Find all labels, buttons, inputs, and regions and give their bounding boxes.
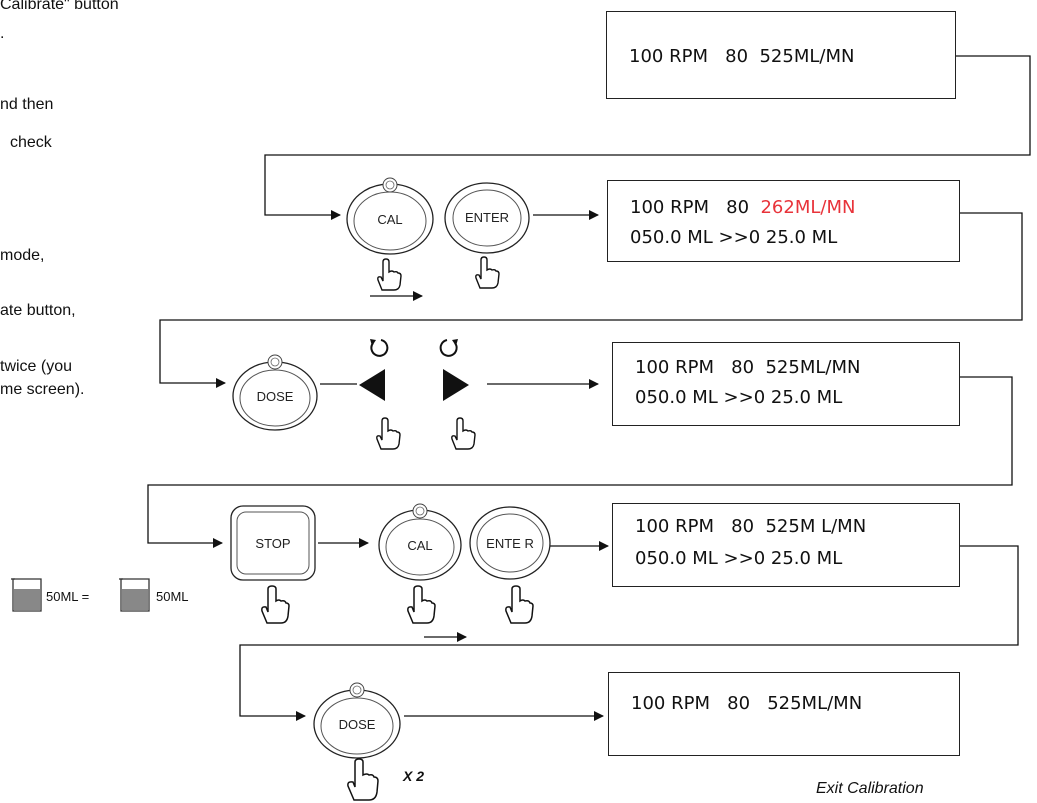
hand-press-icon: [451, 417, 476, 450]
hand-press-icon: [261, 585, 290, 624]
cal-button-2[interactable]: CAL: [376, 500, 464, 582]
hand-press-icon: [475, 256, 500, 289]
display-4-line-1: 100 RPM 80 525M L/MN: [635, 516, 867, 537]
display-2-line-2: 050.0 ML >>0 25.0 ML: [630, 227, 838, 248]
repeat-count: X 2: [403, 768, 425, 784]
display-5-line-1: 100 RPM 80 525ML/MN: [631, 693, 863, 714]
cal-button[interactable]: CAL: [344, 175, 436, 257]
instruction-line-2: .: [0, 25, 5, 42]
display-3: 100 RPM 80 525ML/MN 050.0 ML >>0 25.0 ML: [612, 342, 960, 426]
rotate-cw-icon: [439, 339, 458, 357]
instruction-line-1: Calibrate" button: [0, 0, 119, 13]
dose-button[interactable]: DOSE: [230, 352, 320, 432]
exit-calibration-label: Exit Calibration: [816, 780, 924, 797]
instruction-line-5: mode,: [0, 247, 45, 264]
display-1-line-1: 100 RPM 80 525ML/MN: [629, 46, 855, 67]
stop-button[interactable]: STOP: [230, 505, 316, 581]
display-2-line-1: 100 RPM 80: [630, 197, 761, 218]
display-2: 100 RPM 80 262ML/MN 050.0 ML >>0 25.0 ML: [607, 180, 960, 262]
hand-press-icon: [376, 417, 401, 450]
instruction-line-6: ate button,: [0, 302, 76, 319]
display-4: 100 RPM 80 525M L/MN 050.0 ML >>0 25.0 M…: [612, 503, 960, 587]
beaker-volume-right: 50ML: [156, 589, 189, 604]
right-arrow-button[interactable]: [441, 367, 471, 403]
display-5: 100 RPM 80 525ML/MN: [608, 672, 960, 756]
hand-press-icon: [377, 258, 402, 291]
display-1: 100 RPM 80 525ML/MN: [606, 11, 956, 99]
hand-press-icon: [505, 585, 534, 624]
instruction-line-4: check: [10, 134, 52, 151]
display-4-line-2: 050.0 ML >>0 25.0 ML: [635, 548, 843, 569]
display-3-line-2: 050.0 ML >>0 25.0 ML: [635, 387, 843, 408]
enter-button[interactable]: ENTER: [443, 180, 531, 255]
enter-button-2[interactable]: ENTE R: [468, 505, 552, 581]
instruction-line-8: me screen).: [0, 381, 85, 398]
instruction-line-7: twice (you: [0, 358, 73, 375]
left-arrow-button[interactable]: [357, 367, 387, 403]
instruction-line-3: nd then: [0, 96, 54, 113]
hand-press-icon: [407, 585, 436, 624]
rotate-ccw-icon: [370, 339, 389, 357]
beaker-icon: [119, 578, 150, 612]
dose-button-2[interactable]: DOSE: [311, 680, 403, 760]
display-3-line-1: 100 RPM 80 525ML/MN: [635, 357, 861, 378]
display-2-flow-highlight: 262ML/MN: [760, 197, 856, 218]
beaker-volume-left: 50ML =: [46, 589, 90, 604]
hand-press-icon: [347, 758, 379, 801]
beaker-icon: [11, 578, 42, 612]
